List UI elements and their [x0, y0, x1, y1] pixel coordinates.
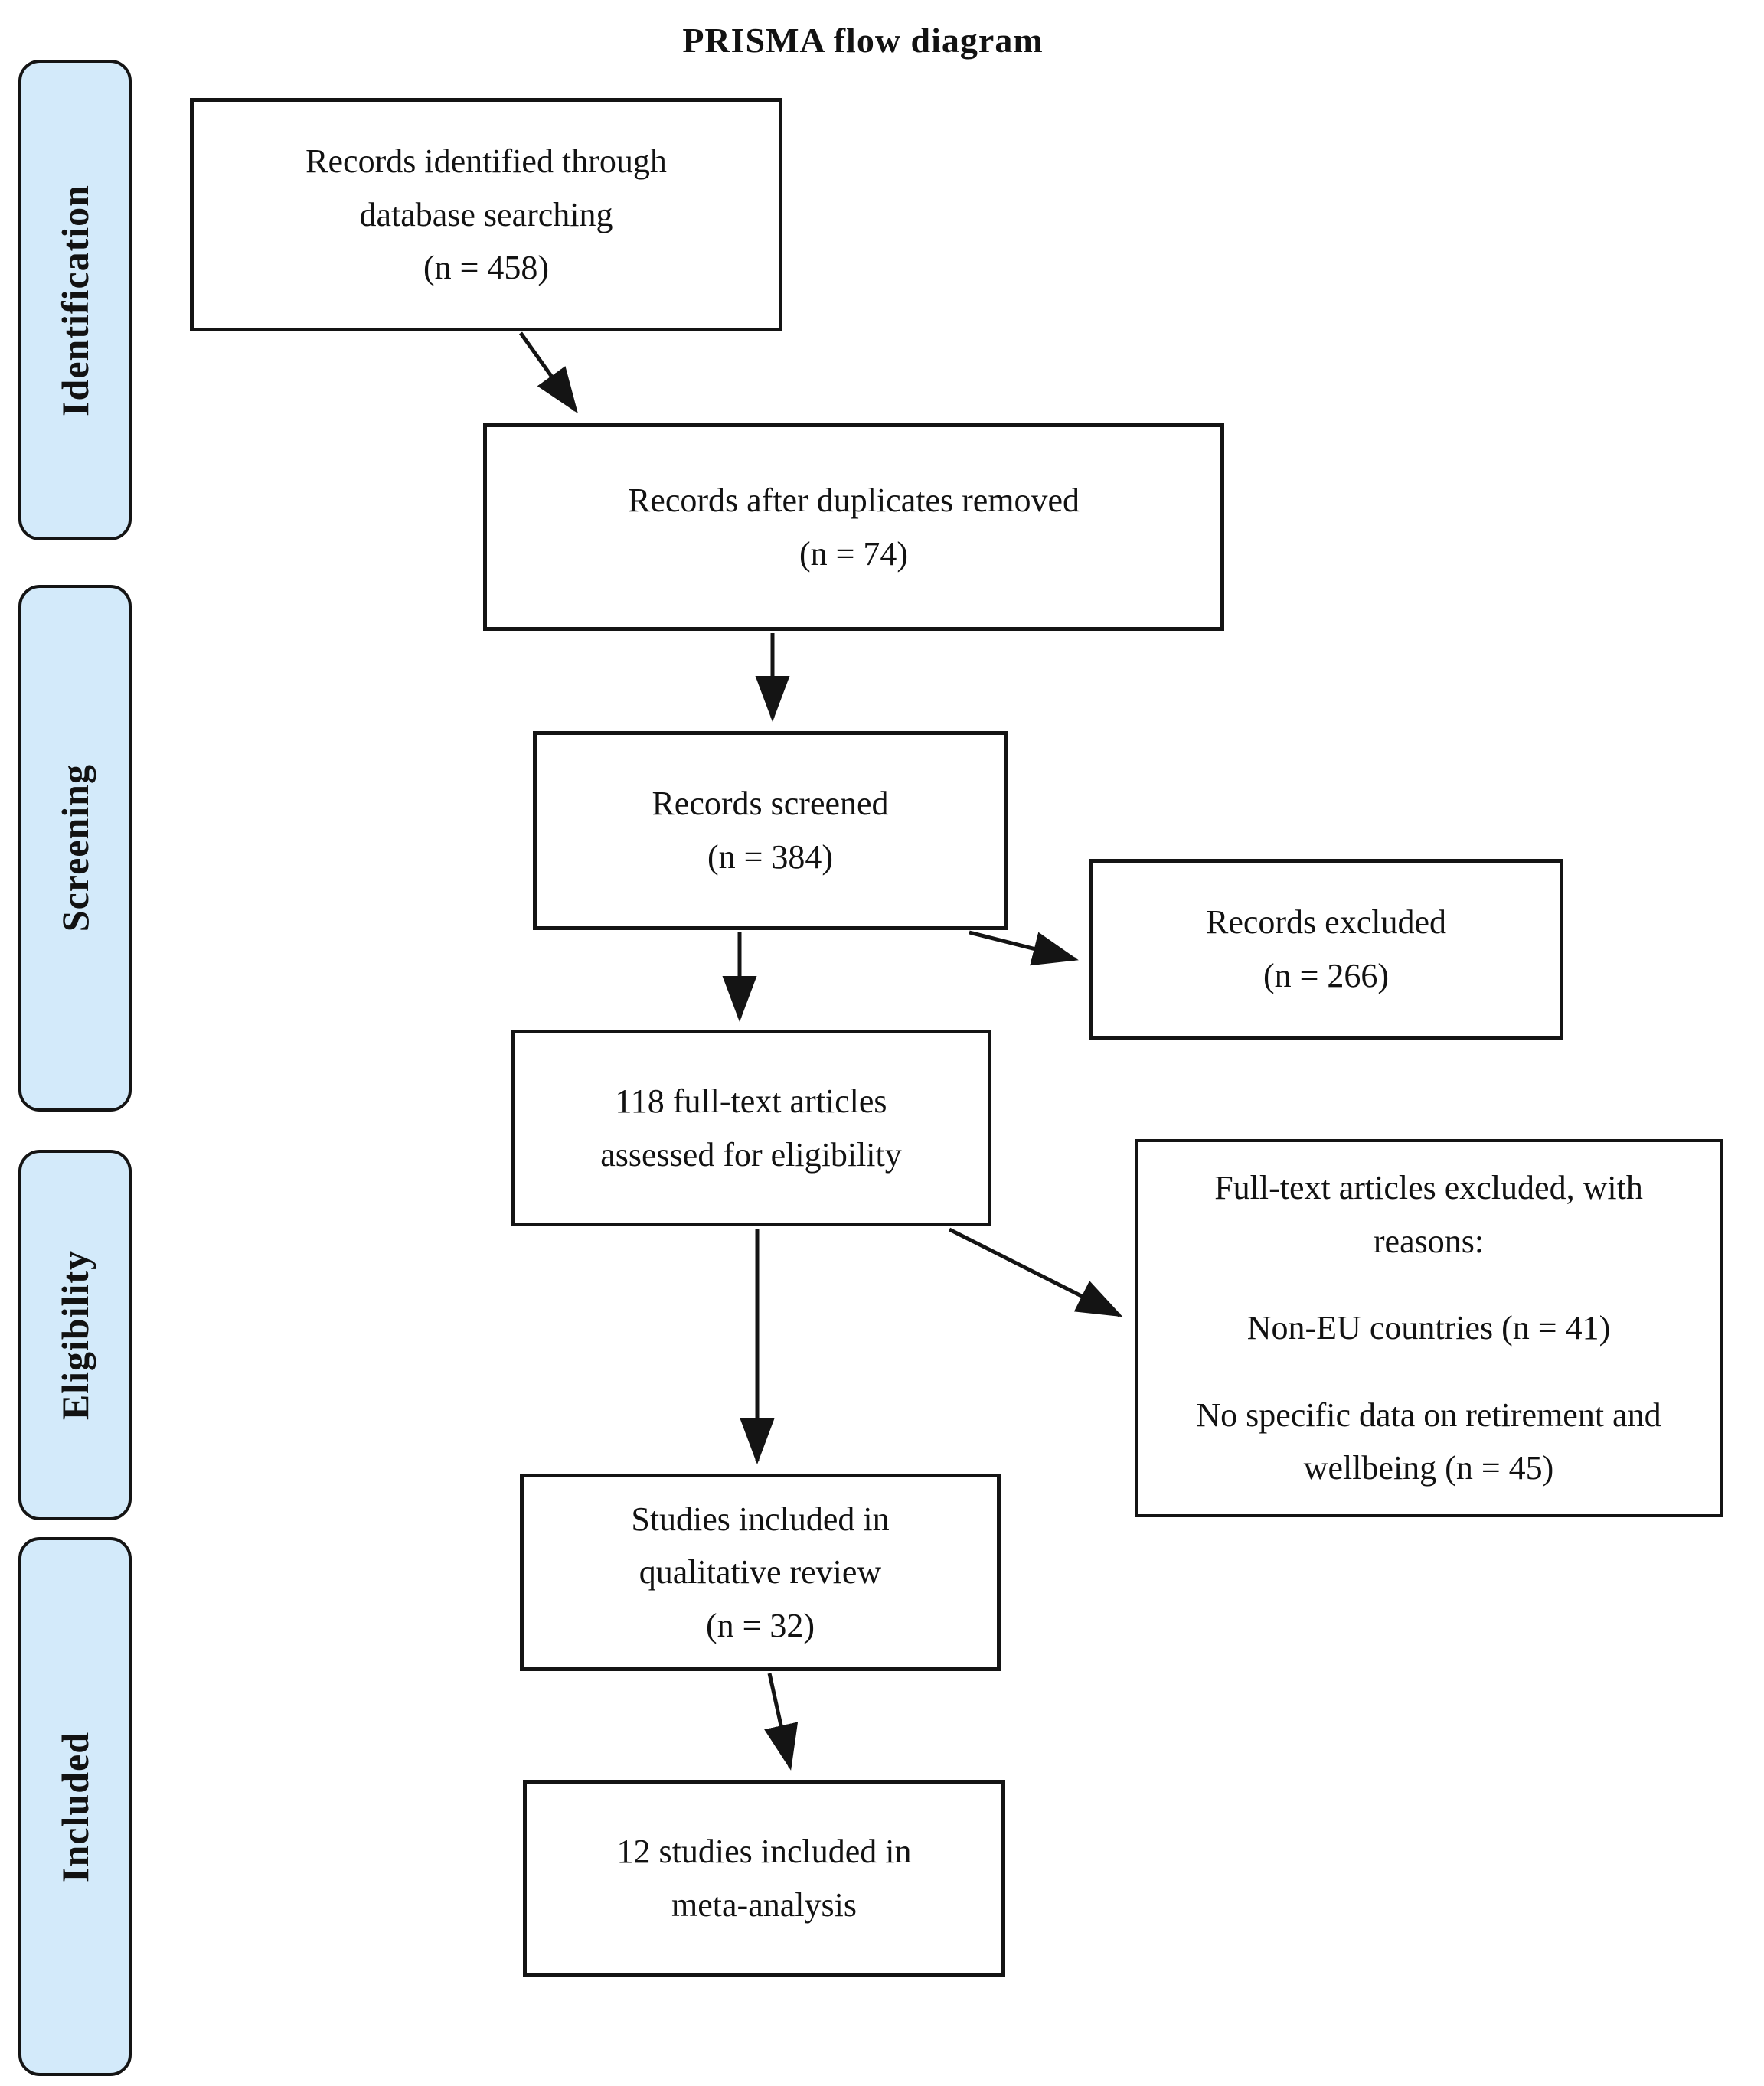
stage-label-included: Included	[54, 1731, 96, 1882]
stage-band-included: Included	[18, 1537, 132, 2076]
box-line: (n = 74)	[799, 534, 909, 573]
box-line: 118 full-text articles	[615, 1082, 887, 1120]
box-line: (n = 384)	[707, 838, 834, 876]
box-records-after-duplicates: Records after duplicates removed (n = 74…	[483, 423, 1224, 631]
box-line: database searching	[359, 195, 613, 233]
stage-label-screening: Screening	[54, 764, 96, 932]
box-line: Records screened	[652, 785, 889, 823]
box-line: assessed for eligibility	[600, 1135, 902, 1174]
stage-band-eligibility: Eligibility	[18, 1150, 132, 1520]
box-records-identified: Records identified through database sear…	[190, 98, 782, 331]
arrow-qualitative-to-meta-analysis	[764, 1673, 799, 1771]
arrow-identified-to-deduplicated	[518, 331, 578, 414]
box-line: (n = 458)	[423, 249, 550, 287]
box-line: meta-analysis	[671, 1886, 857, 1924]
box-line: Records after duplicates removed	[627, 481, 1080, 519]
box-line: Records identified through	[305, 142, 667, 181]
box-line: 12 studies included in	[616, 1833, 912, 1871]
box-line: (n = 266)	[1263, 957, 1390, 994]
arrow-screened-to-records-excluded	[969, 930, 1079, 966]
reason-paragraph: No specific data on retirement and wellb…	[1196, 1396, 1661, 1487]
box-qualitative-review: Studies included in qualitative review (…	[520, 1474, 1001, 1671]
box-records-screened: Records screened (n = 384)	[533, 731, 1008, 930]
box-line: qualitative review	[639, 1553, 882, 1591]
box-fulltext-excluded: Full-text articles excluded, with reason…	[1135, 1139, 1723, 1517]
box-line: (n = 32)	[705, 1606, 815, 1644]
diagram-title: PRISMA flow diagram	[682, 21, 1044, 60]
stage-band-identification: Identification	[18, 60, 132, 540]
box-records-excluded: Records excluded (n = 266)	[1089, 859, 1563, 1040]
stage-label-eligibility: Eligibility	[54, 1249, 96, 1421]
stage-label-identification: Identification	[54, 184, 96, 416]
box-meta-analysis: 12 studies included in meta-analysis	[523, 1780, 1005, 1977]
box-fulltext-assessed: 118 full-text articles assessed for elig…	[511, 1030, 991, 1226]
box-line: Records excluded	[1206, 903, 1446, 942]
reason-paragraph: Non-EU countries (n = 41)	[1246, 1309, 1611, 1347]
box-line: Studies included in	[631, 1500, 890, 1538]
arrow-fulltext-to-fulltext-excluded	[948, 1227, 1123, 1317]
stage-band-screening: Screening	[18, 585, 132, 1112]
reason-paragraph: Full-text articles excluded, with reason…	[1214, 1169, 1643, 1260]
